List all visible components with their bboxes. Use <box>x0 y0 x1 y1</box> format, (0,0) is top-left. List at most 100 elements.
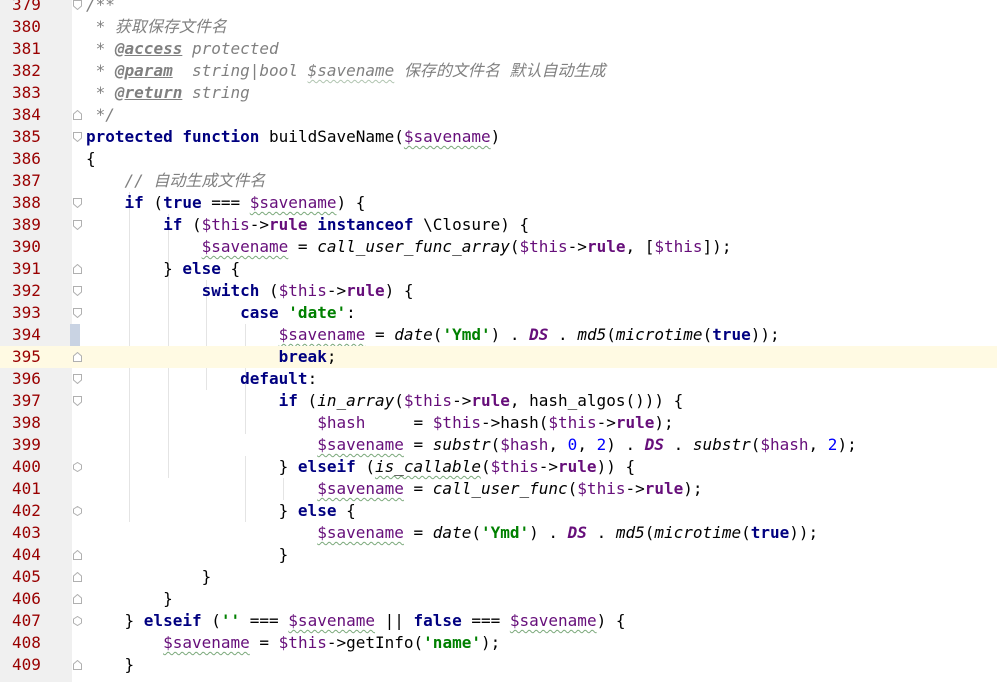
code-line[interactable]: 389 if ($this->rule instanceof \Closure)… <box>0 214 997 236</box>
code-text[interactable]: case 'date': <box>86 302 356 324</box>
line-number[interactable]: 383 <box>0 82 56 104</box>
code-text[interactable]: } else { <box>86 258 240 280</box>
code-line[interactable]: 395 break; <box>0 346 997 368</box>
code-line[interactable]: 405 } <box>0 566 997 588</box>
fold-marker-icon[interactable] <box>73 0 82 10</box>
line-number[interactable]: 387 <box>0 170 56 192</box>
fold-marker-icon[interactable] <box>73 550 82 560</box>
line-number[interactable]: 409 <box>0 654 56 676</box>
line-number[interactable]: 391 <box>0 258 56 280</box>
line-number[interactable]: 379 <box>0 0 56 16</box>
line-number[interactable]: 403 <box>0 522 56 544</box>
code-line[interactable]: 409 } <box>0 654 997 676</box>
code-text[interactable]: */ <box>86 104 115 126</box>
code-line[interactable]: 398 $hash = $this->hash($this->rule); <box>0 412 997 434</box>
line-number[interactable]: 388 <box>0 192 56 214</box>
line-number[interactable]: 405 <box>0 566 56 588</box>
fold-marker-icon[interactable] <box>73 506 82 516</box>
code-text[interactable]: $savename = date('Ymd') . DS . md5(micro… <box>86 522 818 544</box>
code-text[interactable]: break; <box>86 346 337 368</box>
code-text[interactable]: } else { <box>86 500 356 522</box>
code-line[interactable]: 402 } else { <box>0 500 997 522</box>
code-line[interactable]: 396 default: <box>0 368 997 390</box>
line-number[interactable]: 384 <box>0 104 56 126</box>
code-text[interactable]: $savename = date('Ymd') . DS . md5(micro… <box>86 324 780 346</box>
code-text[interactable]: default: <box>86 368 317 390</box>
code-line[interactable]: 384 */ <box>0 104 997 126</box>
line-number[interactable]: 404 <box>0 544 56 566</box>
line-number[interactable]: 386 <box>0 148 56 170</box>
fold-marker-icon[interactable] <box>73 286 82 296</box>
fold-marker-icon[interactable] <box>73 616 82 626</box>
fold-marker-icon[interactable] <box>73 308 82 318</box>
line-number[interactable]: 400 <box>0 456 56 478</box>
line-number[interactable]: 399 <box>0 434 56 456</box>
code-line[interactable]: 381 * @access protected <box>0 38 997 60</box>
code-text[interactable]: $savename = substr($hash, 0, 2) . DS . s… <box>86 434 857 456</box>
code-text[interactable]: $savename = call_user_func($this->rule); <box>86 478 702 500</box>
fold-marker-icon[interactable] <box>73 396 82 406</box>
line-number[interactable]: 382 <box>0 60 56 82</box>
code-line[interactable]: 392 switch ($this->rule) { <box>0 280 997 302</box>
code-text[interactable]: } elseif (is_callable($this->rule)) { <box>86 456 635 478</box>
fold-marker-icon[interactable] <box>73 198 82 208</box>
line-number[interactable]: 390 <box>0 236 56 258</box>
fold-marker-icon[interactable] <box>73 594 82 604</box>
code-text[interactable]: * 获取保存文件名 <box>86 16 227 38</box>
fold-marker-icon[interactable] <box>73 132 82 142</box>
line-number[interactable]: 385 <box>0 126 56 148</box>
code-line[interactable]: 399 $savename = substr($hash, 0, 2) . DS… <box>0 434 997 456</box>
code-line[interactable]: 403 $savename = date('Ymd') . DS . md5(m… <box>0 522 997 544</box>
code-line[interactable]: 383 * @return string <box>0 82 997 104</box>
code-line[interactable]: 406 } <box>0 588 997 610</box>
line-number[interactable]: 380 <box>0 16 56 38</box>
line-number[interactable]: 406 <box>0 588 56 610</box>
code-text[interactable]: $hash = $this->hash($this->rule); <box>86 412 673 434</box>
code-text[interactable]: } <box>86 654 135 676</box>
change-marker[interactable] <box>70 324 80 346</box>
fold-marker-icon[interactable] <box>73 660 82 670</box>
code-line[interactable]: 397 if (in_array($this->rule, hash_algos… <box>0 390 997 412</box>
code-text[interactable]: // 自动生成文件名 <box>86 170 266 192</box>
code-text[interactable]: { <box>86 148 96 170</box>
code-line[interactable]: 394 $savename = date('Ymd') . DS . md5(m… <box>0 324 997 346</box>
code-text[interactable]: } elseif ('' === $savename || false === … <box>86 610 626 632</box>
code-line[interactable]: 404 } <box>0 544 997 566</box>
code-text[interactable]: /** <box>86 0 115 16</box>
line-number[interactable]: 393 <box>0 302 56 324</box>
code-line[interactable]: 400 } elseif (is_callable($this->rule)) … <box>0 456 997 478</box>
code-line[interactable]: 408 $savename = $this->getInfo('name'); <box>0 632 997 654</box>
code-text[interactable]: } <box>86 566 212 588</box>
code-line[interactable]: 386 { <box>0 148 997 170</box>
code-text[interactable]: switch ($this->rule) { <box>86 280 414 302</box>
code-text[interactable]: } <box>86 588 173 610</box>
fold-marker-icon[interactable] <box>73 572 82 582</box>
code-text[interactable]: } <box>86 544 289 566</box>
code-line[interactable]: 391 } else { <box>0 258 997 280</box>
code-line[interactable]: 385 protected function buildSaveName($sav… <box>0 126 997 148</box>
line-number[interactable]: 395 <box>0 346 56 368</box>
code-text[interactable]: $savename = call_user_func_array($this->… <box>86 236 732 258</box>
code-line[interactable]: 387 // 自动生成文件名 <box>0 170 997 192</box>
fold-marker-icon[interactable] <box>73 264 82 274</box>
line-number[interactable]: 397 <box>0 390 56 412</box>
code-text[interactable]: if (in_array($this->rule, hash_algos()))… <box>86 390 684 412</box>
code-text[interactable]: protected function buildSaveName($savena… <box>86 126 500 148</box>
line-number[interactable]: 401 <box>0 478 56 500</box>
code-text[interactable]: if ($this->rule instanceof \Closure) { <box>86 214 529 236</box>
line-number[interactable]: 398 <box>0 412 56 434</box>
code-text[interactable]: $savename = $this->getInfo('name'); <box>86 632 500 654</box>
fold-marker-icon[interactable] <box>73 352 82 362</box>
line-number[interactable]: 408 <box>0 632 56 654</box>
line-number[interactable]: 396 <box>0 368 56 390</box>
code-text[interactable]: * @return string <box>86 82 250 104</box>
code-line[interactable]: 382 * @param string|bool $savename 保存的文件… <box>0 60 997 82</box>
fold-marker-icon[interactable] <box>73 110 82 120</box>
line-number[interactable]: 389 <box>0 214 56 236</box>
fold-marker-icon[interactable] <box>73 220 82 230</box>
code-line[interactable]: 401 $savename = call_user_func($this->ru… <box>0 478 997 500</box>
line-number[interactable]: 392 <box>0 280 56 302</box>
code-line[interactable]: 393 case 'date': <box>0 302 997 324</box>
code-text[interactable]: * @access protected <box>86 38 279 60</box>
